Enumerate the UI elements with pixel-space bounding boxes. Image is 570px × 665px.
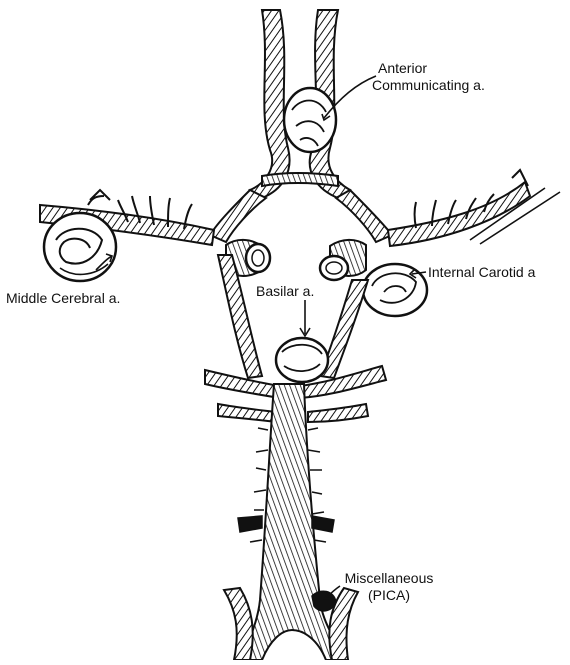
miscellaneous-label-line2: (PICA) xyxy=(334,587,444,604)
internal-carotid-label: Internal Carotid a xyxy=(428,264,535,281)
miscellaneous-label-line1: Miscellaneous xyxy=(334,570,444,587)
arterial-ring xyxy=(210,190,392,242)
internal-carotid-aneurysm xyxy=(363,264,427,316)
basilar-aneurysm xyxy=(276,338,328,382)
anterior-communicating-label-line1: Anterior xyxy=(372,60,532,77)
basilar-label: Basilar a. xyxy=(256,283,314,300)
pica-aneurysm xyxy=(312,591,336,611)
middle-cerebral-label: Middle Cerebral a. xyxy=(6,290,120,307)
anterior-communicating-aneurysm xyxy=(284,88,336,152)
miscellaneous-label: Miscellaneous (PICA) xyxy=(334,570,444,604)
anterior-communicating-label-line2: Communicating a. xyxy=(372,77,532,94)
middle-cerebral-aneurysm xyxy=(44,213,116,281)
anterior-communicating-label: Anterior Communicating a. xyxy=(372,60,532,94)
right-internal-carotid-stump xyxy=(320,240,366,280)
right-middle-cerebral-artery xyxy=(388,170,560,246)
anterior-communicating-artery xyxy=(262,173,338,186)
